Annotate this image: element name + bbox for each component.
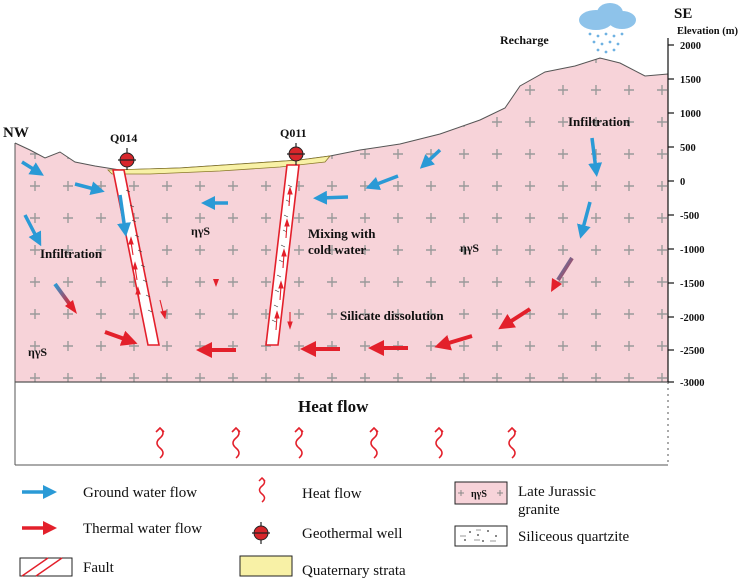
legend-ground-water: Ground water flow <box>22 485 197 501</box>
silicate-dissolution-label: Silicate dissolution <box>340 308 444 323</box>
legend-granite: ηγS Late Jurassic granite <box>454 481 600 518</box>
legend-fault-label: Fault <box>83 560 115 576</box>
rock-label-left-mid: ηγS <box>191 224 210 238</box>
legend-fault: Fault <box>19 557 115 577</box>
legend: Ground water flow Thermal water flow Fau… <box>19 476 630 579</box>
legend-geothermal-well-label: Geothermal well <box>302 526 402 542</box>
legend-quaternary: Quaternary strata <box>239 555 406 579</box>
legend-heat-flow: Heat flow <box>258 476 362 503</box>
mixing-label-line2: cold water <box>308 242 366 257</box>
tick-label: -500 <box>680 211 699 222</box>
legend-thermal-water: Thermal water flow <box>22 521 202 537</box>
fault-q014 <box>112 169 167 346</box>
tick-label: 1000 <box>680 109 701 120</box>
transition-arrows <box>53 252 574 314</box>
tick-label: 500 <box>680 143 696 154</box>
rain-cloud-icon <box>579 3 636 54</box>
fault-q011 <box>265 164 300 346</box>
heat-flow-squiggles <box>155 426 517 459</box>
well-q011-label: Q011 <box>280 126 307 140</box>
rock-label-bottom-left: ηγS <box>28 345 47 359</box>
tick-label: 1500 <box>680 75 701 86</box>
legend-siliceous-quartzite-label: Siliceous quartzite <box>518 529 630 545</box>
legend-ground-water-label: Ground water flow <box>83 485 197 501</box>
legend-granite-label: Late Jurassic granite <box>518 484 600 518</box>
legend-granite-line1: Late Jurassic <box>518 484 596 500</box>
tick-label: 2000 <box>680 41 701 52</box>
rock-label-right-mid: ηγS <box>460 241 479 255</box>
tick-label: -1500 <box>680 279 705 290</box>
recharge-label: Recharge <box>500 33 549 47</box>
heat-flow-label: Heat flow <box>298 397 369 416</box>
legend-granite-line2: granite <box>518 502 560 518</box>
legend-heat-flow-label: Heat flow <box>302 486 362 502</box>
tick-label: 0 <box>680 177 685 188</box>
tick-label: -1000 <box>680 245 705 256</box>
elevation-axis: Elevation (m) 2000 1500 1000 500 0 -500 … <box>667 26 738 389</box>
mixing-label: Mixing with cold water <box>308 226 379 257</box>
legend-granite-symbol: ηγS <box>471 489 487 500</box>
quaternary-strata <box>107 155 331 175</box>
thermal-water-arrows <box>104 307 532 358</box>
tick-label: -2500 <box>680 346 705 357</box>
legend-quaternary-label: Quaternary strata <box>302 563 406 579</box>
infiltration-label-right: Infiltration <box>568 114 631 129</box>
well-q014-marker[interactable] <box>118 148 136 170</box>
legend-siliceous-quartzite: Siliceous quartzite <box>454 525 630 547</box>
nw-label: NW <box>3 125 29 141</box>
ground-water-arrows <box>21 137 603 247</box>
well-q014-label: Q014 <box>110 131 137 145</box>
legend-thermal-water-label: Thermal water flow <box>83 521 202 537</box>
mixing-label-line1: Mixing with <box>308 226 376 241</box>
legend-geothermal-well: Geothermal well <box>252 522 402 544</box>
well-q011-marker[interactable] <box>287 143 305 165</box>
tick-label: -3000 <box>680 378 705 389</box>
elevation-axis-title: Elevation (m) <box>677 26 738 37</box>
se-label: SE <box>674 6 692 22</box>
infiltration-label-left: Infiltration <box>40 246 103 261</box>
tick-label: -2000 <box>680 313 705 324</box>
